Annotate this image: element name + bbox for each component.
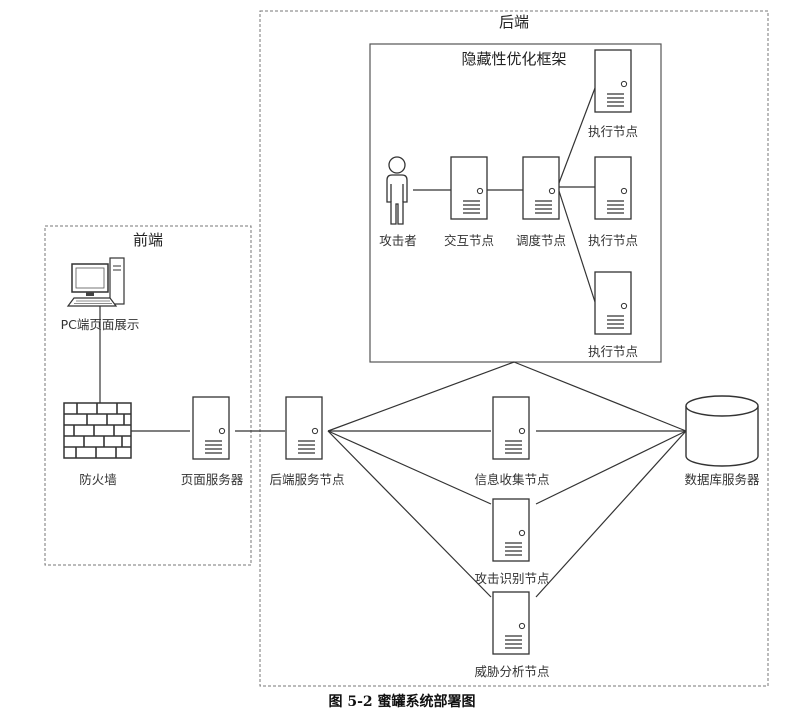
pc-label: PC端页面展示 — [61, 317, 140, 332]
database-server-label: 数据库服务器 — [684, 472, 760, 487]
link-attack-db — [535, 430, 687, 505]
attacker-icon — [386, 156, 408, 225]
backend-title: 后端 — [499, 13, 529, 31]
exec-node-2-label: 执行节点 — [588, 233, 638, 248]
page-server-icon — [192, 396, 230, 460]
database-server-icon — [685, 395, 759, 467]
frontend-region — [44, 225, 252, 566]
link-backend-attack — [327, 430, 492, 505]
attack-identify-node-icon — [492, 498, 530, 562]
connections — [99, 87, 687, 598]
exec-node-2-icon — [594, 156, 632, 220]
exec-node-1-icon — [594, 49, 632, 113]
attack-identify-node-label: 攻击识别节点 — [474, 571, 549, 586]
link-backend-threat — [327, 430, 492, 598]
attacker-label: 攻击者 — [379, 233, 417, 248]
exec-node-3-icon — [594, 271, 632, 335]
info-collect-node-icon — [492, 396, 530, 460]
exec-node-1-label: 执行节点 — [588, 124, 638, 139]
interaction-node-label: 交互节点 — [444, 233, 494, 248]
firewall-label: 防火墙 — [79, 472, 117, 487]
backend-region — [259, 10, 769, 687]
backend-service-node-label: 后端服务节点 — [269, 472, 344, 487]
link-scheduling-exec1 — [558, 87, 596, 184]
framework-title: 隐藏性优化框架 — [461, 50, 566, 68]
scheduling-node-label: 调度节点 — [516, 233, 566, 248]
link-framework-db — [513, 361, 687, 432]
frontend-title: 前端 — [133, 231, 163, 249]
interaction-node-icon — [450, 156, 488, 220]
firewall-icon — [63, 402, 132, 459]
threat-analysis-node-label: 威胁分析节点 — [474, 664, 549, 679]
threat-analysis-node-icon — [492, 591, 530, 655]
backend-service-node-icon — [285, 396, 323, 460]
figure-caption: 图 5-2 蜜罐系统部署图 — [328, 693, 475, 710]
link-backend-framework — [327, 361, 515, 432]
scheduling-node-icon — [522, 156, 560, 220]
info-collect-node-label: 信息收集节点 — [474, 472, 549, 487]
pc-icon — [66, 257, 125, 307]
exec-node-3-label: 执行节点 — [588, 344, 638, 359]
link-scheduling-exec3 — [558, 190, 596, 303]
link-threat-db — [535, 430, 687, 598]
page-server-label: 页面服务器 — [181, 472, 244, 487]
